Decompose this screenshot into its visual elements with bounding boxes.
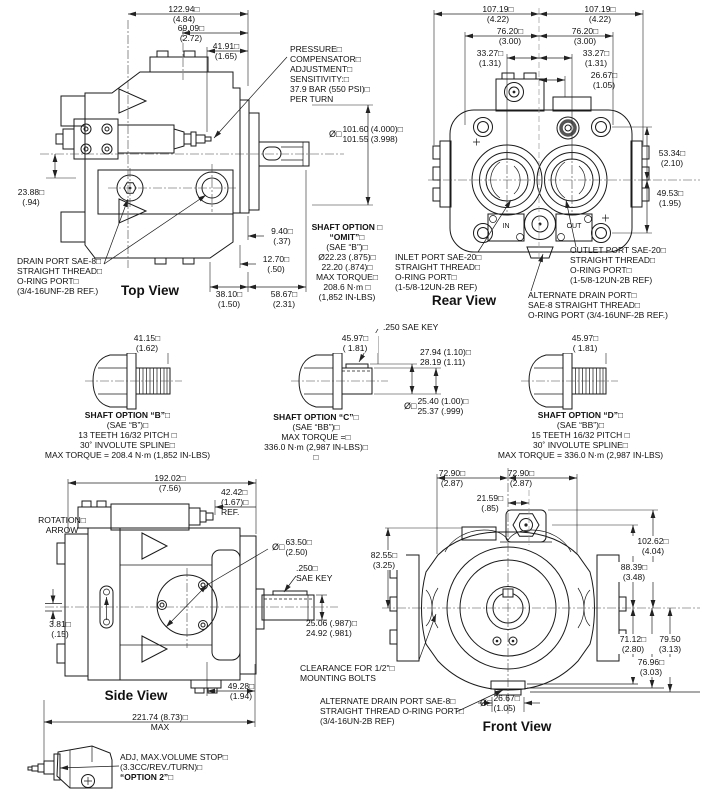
dim-shaft-b-length: 41.15□(1.62) (124, 333, 170, 353)
note-shaft-option-c: SHAFT OPTION “C”□ (SAE “BB”)□MAX TORQUE … (232, 412, 400, 462)
dim-side-49: 49.28□(1.94) (227, 681, 255, 701)
rear-view-drawing (428, 8, 700, 292)
dim-top-overall-width: 122.94□(4.84) (168, 4, 200, 24)
dim-front-76: 76.96□(3.03) (630, 657, 672, 677)
dim-top-12: 12.70□(.50) (262, 254, 290, 274)
dim-top-9: 9.40□(.37) (271, 226, 293, 246)
shaft-d-details: (SAE “BB”)□15 TEETH 16/32 PITCH □30˚ INV… (497, 420, 664, 460)
diameter-symbol: Ø□ (272, 542, 285, 552)
note-shaft-option-omit: SHAFT OPTION □ “OMIT”□ (SAE “B”)□Ø22.23 … (301, 222, 393, 302)
dim-pilot-diameter-values: 101.60 (4.000)□101.55 (3.998) (342, 124, 403, 144)
shaft-omit-title: SHAFT OPTION □ (311, 222, 383, 232)
shaft-option-b-drawing (85, 336, 182, 410)
dim-front-72-right: 72.90□(2.87) (507, 468, 535, 488)
note-sae-key-c: .250 SAE KEY (383, 322, 439, 332)
note-inlet-port: INLET PORT SAE-20□STRAIGHT THREAD□O-RING… (395, 252, 482, 292)
note-drain-port: DRAIN PORT SAE-8□STRAIGHT THREAD□O-RING … (17, 256, 103, 296)
shaft-omit-name: “OMIT”□ (329, 232, 365, 242)
note-alternate-drain-rear: ALTERNATE DRAIN PORT□SAE-8 STRAIGHT THRE… (528, 290, 668, 320)
dim-front-82: 82.55□(3.25) (362, 550, 406, 570)
dim-shaft-c-key-height: 27.94 (1.10)□28.19 (1.11) (420, 347, 471, 367)
dim-side-192: 192.02□(7.56) (154, 473, 186, 493)
note-volume-stop: ADJ, MAX.VOLUME STOP□(3.3CC/REV./TURN)□ … (120, 752, 228, 782)
diameter-symbol: Ø□ (329, 129, 342, 139)
shaft-c-title: SHAFT OPTION “C”□ (273, 412, 359, 422)
dim-top-41: 41.91□(1.65) (212, 41, 240, 61)
dim-front-21: 21.59□(.85) (476, 493, 504, 513)
dim-side-3: 3.81□(.15) (49, 619, 71, 639)
dim-rear-76-left: 76.20□(3.00) (496, 26, 524, 46)
note-outlet-port: OUTLET PORT SAE-20□STRAIGHT THREAD□O-RIN… (570, 245, 666, 285)
diameter-symbol: Ø□ (480, 698, 493, 708)
view-title-rear: Rear View (431, 293, 497, 308)
dim-front-79: 79.50(3.13) (649, 634, 691, 654)
dim-rear-33-right: 33.27□(1.31) (582, 48, 610, 68)
dim-top-23: 23.88□(.94) (17, 187, 45, 207)
dim-side-shaft-diameter: 25.06 (.987)□24.92 (.981) (306, 618, 357, 638)
note-pressure-compensator: PRESSURE□COMPENSATOR□ADJUSTMENT□SENSITIV… (290, 44, 370, 104)
note-sae-key-side: .250□SAE KEY (296, 563, 333, 583)
port-label-in: IN (502, 223, 510, 230)
dim-front-26-diameter: Ø□ 26.67□(1.05) (480, 693, 520, 713)
dim-front-72-left: 72.90□(2.87) (438, 468, 466, 488)
note-shaft-option-b: SHAFT OPTION “B”□ (SAE “B”)□13 TEETH 16/… (25, 410, 230, 460)
dim-front-71: 71.12□(2.80) (612, 634, 654, 654)
note-rotation-arrow: ROTATION□ARROW (38, 515, 86, 535)
view-title-front: Front View (482, 719, 552, 734)
side-view-drawing (27, 479, 338, 789)
dim-top-69: 69.09□(2.72) (177, 23, 205, 43)
port-label-out: OUT (566, 223, 582, 230)
shaft-d-title: SHAFT OPTION “D”□ (537, 410, 624, 420)
view-title-top: Top View (120, 283, 179, 298)
dim-front-88: 88.39□(3.48) (613, 562, 655, 582)
dim-rear-26: 26.67□(1.05) (590, 70, 618, 90)
dim-rear-53: 53.34□(2.10) (658, 148, 686, 168)
view-title-side: Side View (104, 688, 168, 703)
top-view-drawing (40, 10, 373, 292)
dim-side-42-ref: 42.42□(1.67)□REF. (221, 487, 249, 517)
dim-side-63-values: 63.50□(2.50) (285, 537, 312, 557)
dim-rear-107-left: 107.19□(4.22) (482, 4, 514, 24)
note-alternate-drain-front: ALTERNATE DRAIN PORT SAE-8□STRAIGHT THRE… (320, 696, 464, 726)
volume-stop-lines: ADJ, MAX.VOLUME STOP□(3.3CC/REV./TURN)□ (120, 752, 228, 772)
note-shaft-option-d: SHAFT OPTION “D”□ (SAE “BB”)□15 TEETH 16… (478, 410, 683, 460)
shaft-b-title: SHAFT OPTION “B”□ (84, 410, 171, 420)
dim-top-38: 38.10□(1.50) (215, 289, 243, 309)
dim-rear-49: 49.53□(1.95) (656, 188, 684, 208)
volume-stop-option: “OPTION 2”□ (120, 772, 174, 782)
dim-rear-107-right: 107.19□(4.22) (584, 4, 616, 24)
front-view-drawing (382, 468, 700, 714)
note-clearance-bolts: CLEARANCE FOR 1/2"□MOUNTING BOLTS (300, 663, 395, 683)
shaft-omit-details: (SAE “B”)□Ø22.23 (.875)□22.20 (.874)□MAX… (316, 242, 378, 302)
shaft-b-details: (SAE “B”)□13 TEETH 16/32 PITCH □30˚ INVO… (44, 420, 211, 460)
dim-rear-76-right: 76.20□(3.00) (571, 26, 599, 46)
dim-shaft-c-length: 45.97□( 1.81) (332, 333, 378, 353)
dim-shaft-c-diameter-values: 25.40 (1.00)□25.37 (.999) (417, 396, 469, 416)
dim-front-26-values: 26.67□(1.05) (493, 693, 520, 713)
dim-side-221-max: 221.74 (8.73)□MAX (132, 712, 188, 732)
dim-front-102: 102.62□(4.04) (632, 536, 674, 556)
dim-shaft-c-diameter: Ø□ 25.40 (1.00)□25.37 (.999) (404, 396, 468, 416)
dim-shaft-d-length: 45.97□( 1.81) (562, 333, 608, 353)
dim-rear-33-left: 33.27□(1.31) (476, 48, 504, 68)
dim-top-58: 58.67□(2.31) (270, 289, 298, 309)
dim-side-63-diameter: Ø□ 63.50□(2.50) (272, 537, 312, 557)
dim-pilot-diameter: Ø□ 101.60 (4.000)□101.55 (3.998) (329, 124, 403, 144)
diameter-symbol: Ø□ (404, 401, 417, 411)
shaft-c-details: (SAE “BB”)□MAX TORQUE =□336.0 N·m (2,987… (264, 422, 368, 462)
